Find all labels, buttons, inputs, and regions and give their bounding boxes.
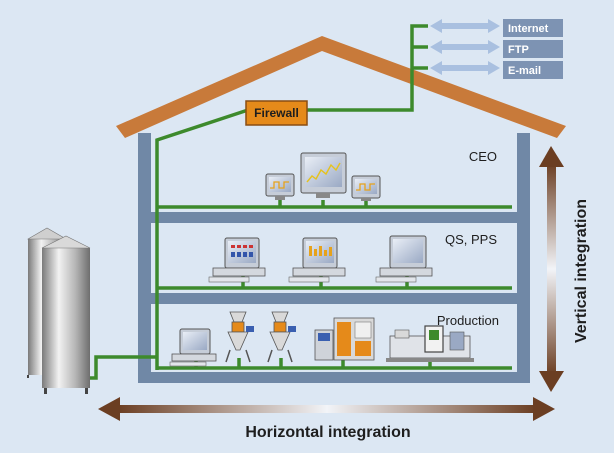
floor-label-qs-pps: QS, PPS [445, 232, 497, 247]
right-wall [517, 133, 530, 378]
service-label-email: E-mail [508, 65, 541, 77]
network-trunk [155, 108, 249, 370]
floor-ceo [138, 212, 530, 223]
horizontal-integration-arrow [98, 397, 555, 421]
service-arrows [430, 19, 500, 75]
ceo-monitor-left [265, 173, 295, 200]
roof [116, 36, 566, 138]
left-wall [138, 133, 151, 378]
floor-qs [138, 293, 530, 304]
service-boxes: Internet FTP E-mail [503, 19, 563, 79]
service-arrow-internet [430, 19, 500, 33]
service-label-ftp: FTP [508, 44, 529, 56]
service-arrow-email [430, 61, 500, 75]
qs-computer-1 [208, 237, 266, 283]
horizontal-integration-label: Horizontal integration [245, 424, 410, 441]
production-machine-2 [267, 311, 296, 363]
vertical-integration-arrow [539, 146, 564, 392]
qs-computer-3 [375, 235, 433, 283]
production-control-cabinet [314, 317, 375, 361]
ceo-monitor-right [351, 175, 381, 201]
firewall-box: Firewall [245, 100, 308, 126]
production-computer [169, 328, 217, 367]
service-arrow-ftp [430, 40, 500, 54]
service-box-email [503, 61, 563, 79]
firewall-label: Firewall [254, 106, 299, 120]
service-box-ftp [503, 40, 563, 58]
ceo-monitor-center [300, 152, 347, 198]
service-label-internet: Internet [508, 23, 549, 35]
floor-label-ceo: CEO [469, 149, 497, 164]
vertical-integration-label: Vertical integration [573, 199, 590, 343]
floor-label-production: Production [437, 313, 499, 328]
house-frame [138, 133, 530, 383]
service-box-internet [503, 19, 563, 37]
production-injection-machine [386, 325, 474, 362]
silo-front [41, 235, 91, 394]
qs-computer-2 [288, 237, 346, 283]
floor-production [138, 372, 530, 383]
production-machine-1 [225, 311, 254, 363]
